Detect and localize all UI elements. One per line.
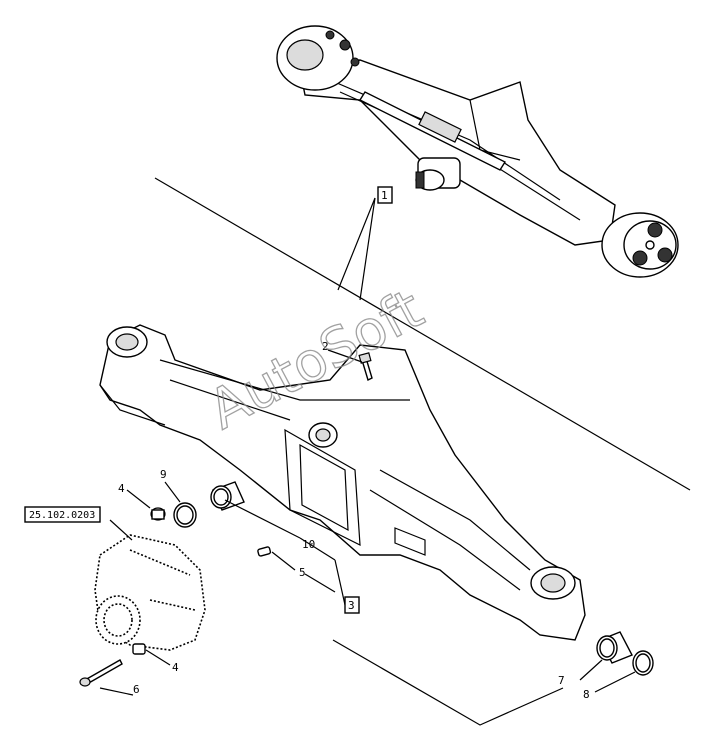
axle-housing [99,324,586,641]
differential-housing-reference [94,534,206,651]
nut-item-4-upper [150,507,166,521]
bolt-item-2 [358,352,373,381]
callout-labels: 1 2 3 4 4 5 6 7 8 9 10 25.102.0203 [24,186,590,701]
bolt-item-6 [79,659,123,687]
o-ring-item-8 [632,650,654,676]
callout-8: 8 [583,688,590,701]
callout-10: 10 [302,538,315,551]
reference-box-label: 25.102.0203 [29,510,95,521]
reference-box [24,506,101,523]
callout-6: 6 [133,683,140,696]
bushing-item-10 [210,481,245,511]
callout-4-lower: 4 [172,661,179,674]
nut-item-4-lower [132,643,146,655]
callout-box-3 [344,596,360,614]
callout-3: 3 [348,599,355,612]
callout-5: 5 [299,566,306,579]
callout-box-1 [377,186,393,204]
leader-lines [99,177,691,726]
callout-7: 7 [558,674,565,687]
callout-1: 1 [381,189,388,202]
callout-2: 2 [322,340,329,353]
bushing-item-7 [596,631,633,664]
callout-4-upper: 4 [118,482,125,495]
complete-axle-assembly [276,25,679,278]
callout-9: 9 [160,468,167,481]
o-ring-item-9 [173,502,197,528]
dowel-item-5 [257,546,272,557]
